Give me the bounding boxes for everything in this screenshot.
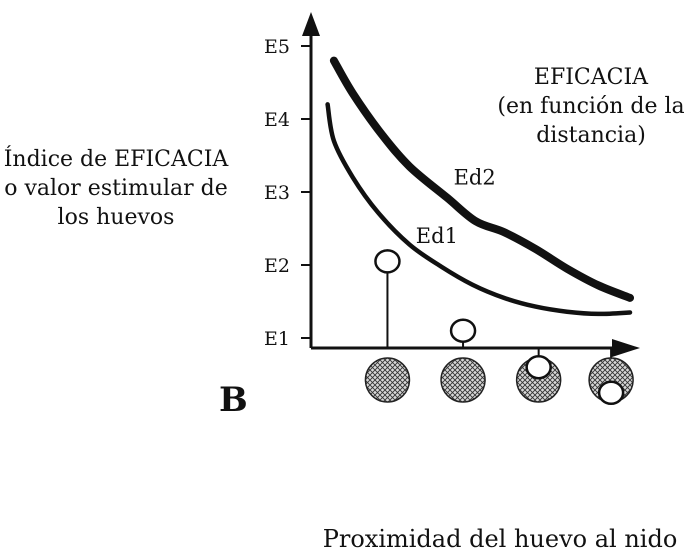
x-axis-arrow bbox=[612, 339, 640, 357]
egg-end-circle bbox=[525, 354, 552, 380]
annotation-line-1: EFICACIA bbox=[533, 65, 649, 90]
panel-label: B bbox=[219, 380, 248, 420]
egg-end-circle bbox=[449, 318, 477, 343]
y-tick-label: E4 bbox=[264, 109, 290, 131]
series-line-ed2 bbox=[329, 56, 634, 302]
y-tick-label: E2 bbox=[264, 255, 290, 277]
series-label-ed1: Ed1 bbox=[416, 224, 458, 248]
y-tick-label: E3 bbox=[264, 182, 290, 204]
annotation-line-2: (en función de la bbox=[497, 94, 685, 119]
series-label-ed2: Ed2 bbox=[454, 166, 496, 190]
egg-markers bbox=[364, 249, 634, 405]
series-line-ed1 bbox=[325, 102, 633, 317]
egg-marker bbox=[440, 357, 486, 403]
y-tick-label: E1 bbox=[264, 328, 290, 350]
y-ticks: E1 E2 E3 E4 E5 bbox=[264, 36, 311, 350]
y-axis-label: Índice de EFICACIA o valor estimular de … bbox=[3, 147, 229, 230]
egg-end-circle bbox=[374, 249, 401, 274]
axes bbox=[302, 12, 640, 357]
series-lines bbox=[325, 56, 634, 317]
y-tick-label: E5 bbox=[264, 36, 290, 58]
egg-marker bbox=[364, 357, 411, 403]
annotation-line-3: distancia) bbox=[536, 123, 646, 148]
y-axis-arrow bbox=[302, 12, 320, 36]
x-axis-label: Proximidad del huevo al nido bbox=[322, 525, 678, 553]
egg-end-circle bbox=[597, 380, 625, 405]
annotation-block: EFICACIA (en función de la distancia) bbox=[480, 63, 700, 150]
